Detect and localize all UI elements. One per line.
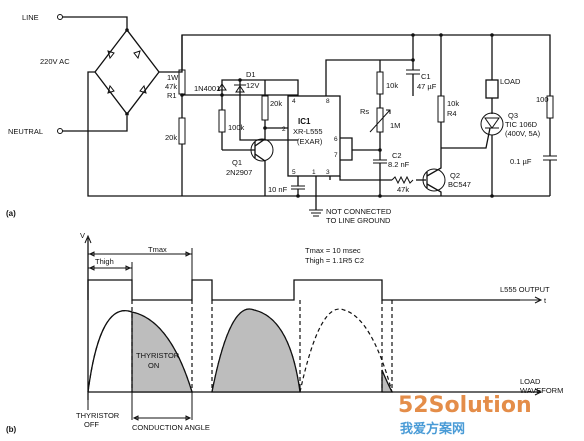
- q3-name-label: Q3: [508, 111, 518, 120]
- t-max-label: Tmax: [148, 245, 167, 254]
- c1-name-label: C1: [421, 72, 431, 81]
- neutral-terminal: [57, 128, 63, 134]
- watermark: 52Solution 我爱方案网: [398, 393, 532, 437]
- q3-rating-label: (400V, 5A): [505, 129, 541, 138]
- r1-resistor: [178, 69, 186, 95]
- c2-value-label: 8.2 nF: [388, 160, 410, 169]
- rs-value-label: 1M: [390, 121, 400, 130]
- v-axis-label: V: [80, 231, 85, 240]
- res-47k-label: 47k: [397, 185, 409, 194]
- r1-power-label: 1W: [167, 73, 179, 82]
- load-box: [485, 79, 499, 99]
- thyristor-off-2: OFF: [84, 420, 99, 429]
- pin-3-label: 3: [326, 169, 330, 176]
- pin-8-label: 8: [326, 98, 330, 105]
- cap-01uf-label: 0.1 µF: [510, 157, 532, 166]
- timing-diagram: V Thigh Tmax Tmax = 10 msec Thigh = 1.1R…: [6, 231, 563, 434]
- r4-name-label: R4: [447, 109, 457, 118]
- bridge-rectifier: [94, 28, 160, 116]
- thyristor-on-2: ON: [148, 361, 159, 370]
- transistor-q1: [222, 128, 274, 196]
- r1-name-label: R1: [167, 91, 177, 100]
- d1-value-label: 12V: [246, 81, 259, 90]
- neutral-label: NEUTRAL: [8, 127, 43, 136]
- r-10k-top: [376, 71, 384, 95]
- ic-name-label: IC1: [298, 117, 311, 126]
- ic-part-label: XR-L555: [293, 127, 323, 136]
- q3-part-label: TIC 106D: [505, 120, 538, 129]
- res-10k-top-label: 10k: [386, 81, 398, 90]
- load-waveform-2: WAVEFORM: [520, 386, 563, 395]
- t-axis-label: t: [544, 296, 547, 305]
- rs-name-label: Rs: [360, 107, 369, 116]
- q2-part-label: BC547: [448, 180, 471, 189]
- c2-name-label: C2: [392, 151, 402, 160]
- ground-note-1: NOT CONNECTED: [326, 207, 392, 216]
- watermark-tag: 我爱方案网: [400, 421, 465, 437]
- pin-6-label: 6: [334, 136, 338, 143]
- d1-name-label: D1: [246, 70, 256, 79]
- thyristor-off-1: THYRISTOR: [76, 411, 120, 420]
- res-20k-left-label: 20k: [165, 133, 177, 142]
- ic-555: 4 8 IC1 XR-L555 (EXAR) 2 6 7 5 1 3: [282, 95, 341, 177]
- part-a-label: (a): [6, 209, 16, 218]
- pin-1-label: 1: [312, 169, 316, 176]
- eq-2-label: Thigh = 1.1R5 C2: [305, 256, 364, 265]
- half-sine-3-dashed: [299, 308, 393, 393]
- part-b-label: (b): [6, 425, 17, 434]
- r-20k-mid: [261, 95, 269, 121]
- pin-2-label: 2: [282, 126, 286, 133]
- r-20k-left: [178, 117, 186, 145]
- q2-name-label: Q2: [450, 171, 460, 180]
- circuit-diagram: LINE NEUTRAL 220V AC 1W 47k R1 20k: [6, 13, 557, 225]
- c1-value-label: 47 µF: [417, 82, 437, 91]
- thyristor-q3: [441, 112, 504, 149]
- diode-1n4001-label: 1N4001: [194, 84, 220, 93]
- t-high-label: Thigh: [95, 257, 114, 266]
- transistor-q2: [422, 160, 446, 196]
- res-100k-label: 100k: [228, 123, 245, 132]
- eq-1-label: Tmax = 10 msec: [305, 246, 361, 255]
- res-100-label: 100: [536, 95, 549, 104]
- line-terminal: [57, 14, 63, 20]
- ac-source-label: 220V AC: [40, 57, 70, 66]
- l555-output-waveform: [87, 279, 520, 301]
- diode-1n4001: [217, 83, 227, 91]
- conduction-angle-label: CONDUCTION ANGLE: [132, 423, 210, 432]
- thyristor-on-1: THYRISTOR: [136, 351, 180, 360]
- line-label: LINE: [22, 13, 39, 22]
- l555-output-label: L555 OUTPUT: [500, 285, 550, 294]
- load-label: LOAD: [500, 77, 521, 86]
- rs-variable: [376, 107, 384, 133]
- r1-value-label: 47k: [165, 82, 177, 91]
- pin-4-label: 4: [292, 98, 296, 105]
- q1-part-label: 2N2907: [226, 168, 252, 177]
- r4-resistor: [437, 95, 445, 123]
- pin-5-label: 5: [292, 169, 296, 176]
- conduction-region-2: [211, 308, 301, 393]
- ic-vendor-label: (EXAR): [297, 137, 323, 146]
- conduction-region-3: [381, 369, 394, 393]
- ground-note-2: TO LINE GROUND: [326, 216, 391, 225]
- load-waveform-1: LOAD: [520, 377, 541, 386]
- watermark-site: 52Solution: [398, 393, 532, 418]
- q1-name-label: Q1: [232, 158, 242, 167]
- res-20k-mid-label: 20k: [270, 99, 282, 108]
- pin-7-label: 7: [334, 152, 338, 159]
- cap-10nf-label: 10 nF: [268, 185, 288, 194]
- res-10k-r4-label: 10k: [447, 99, 459, 108]
- r-100k: [218, 109, 226, 133]
